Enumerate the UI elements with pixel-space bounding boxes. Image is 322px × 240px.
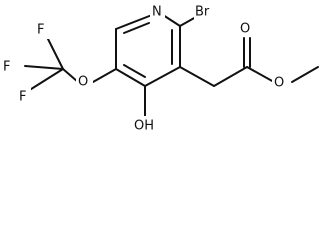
nitrogen-label-bg [150, 3, 165, 20]
bond-n-c6-outer [115, 14, 153, 30]
fluorine-top-label: F [37, 23, 44, 38]
fluorine-bottom-label-bg [17, 88, 31, 105]
carbonyl-oxygen-label: O [240, 22, 250, 37]
hydroxyl-label-bg [133, 116, 161, 133]
bond-c2-br [179, 16, 197, 27]
bromine-label: Br [195, 5, 210, 20]
atom-label-group: N Br F F F O OH O O [1, 3, 289, 134]
bond-cf3-f-left [24, 65, 64, 70]
hydroxyl-label: OH [134, 119, 154, 134]
chemical-structure-diagram: N Br F F F O OH O O [1, 3, 319, 134]
bond-c3-c4 [144, 66, 181, 87]
bond-group [24, 14, 319, 117]
bond-c5-o [92, 68, 117, 83]
bond-c3-ch2 [179, 66, 215, 87]
carbonyl-oxygen-label-bg [238, 20, 255, 37]
fluorine-bottom-label: F [19, 90, 26, 105]
bond-carbonyl-ester-o [246, 66, 275, 83]
bond-c4-c5-inner [123, 64, 146, 78]
bond-cf3-f-top [46, 36, 64, 70]
fluorine-top-label-bg [35, 22, 49, 39]
bond-n-c2 [162, 14, 181, 27]
ether-oxygen-label-bg [76, 73, 93, 90]
bromine-label-bg [194, 3, 218, 20]
bond-ch2-carbonyl [213, 66, 248, 87]
ester-oxygen-label: O [274, 76, 284, 91]
ester-oxygen-label-bg [272, 74, 289, 91]
chemical-structure-canvas: N Br F F F O OH O O [1, 3, 319, 134]
bond-cf3-f-bottom [27, 68, 64, 92]
bond-ester-o-methyl [291, 66, 319, 83]
fluorine-left-label-bg [1, 58, 15, 75]
bond-c4-c5-outer [115, 68, 146, 87]
ether-oxygen-label: O [78, 75, 88, 90]
bond-o-cf3 [62, 68, 79, 83]
bond-n-c6-inner [123, 22, 150, 34]
fluorine-left-label: F [3, 60, 10, 75]
nitrogen-label: N [152, 5, 162, 20]
